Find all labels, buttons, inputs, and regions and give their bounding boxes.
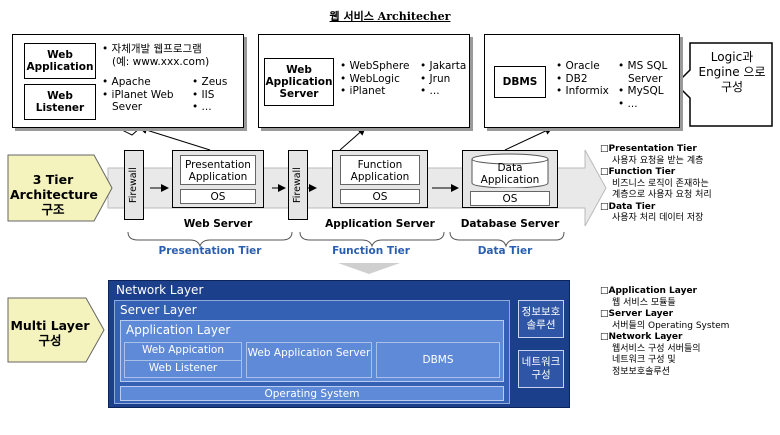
list-item: (예: www.xxx.com): [112, 55, 210, 68]
list-item: Zeus: [192, 76, 242, 89]
list-item: iPlanet Web: [102, 89, 192, 102]
listener-list-2: Zeus IIS ...: [192, 76, 242, 114]
web-listener-module-label: Web Listener: [148, 362, 218, 374]
legend-text: 서버들의 Operating System: [612, 320, 730, 331]
list-item: MySQL: [618, 85, 680, 98]
legend-text: 웹 서비스 모듈들: [612, 297, 676, 308]
was-list-2: Jakarta Jrun ...: [420, 60, 468, 98]
os-block: OS: [340, 189, 420, 204]
legend-heading: Server Layer: [600, 309, 776, 321]
list-item: ...: [618, 98, 680, 111]
list-item: WebLogic: [340, 73, 420, 86]
legend-heading: Network Layer: [600, 332, 776, 344]
presentation-tier-label: Presentation Tier: [158, 245, 262, 257]
dbms-list-1: Oracle DB2 Informix: [556, 60, 626, 98]
presentation-app-block: Presentation Application: [180, 155, 256, 185]
tier-architecture-label: 3 Tier Architecture 구조: [10, 172, 98, 217]
legend-text: 정보보호솔루션: [612, 366, 670, 377]
tier-label-arrow: [7, 154, 113, 222]
firewall-2: Firewall: [288, 150, 308, 220]
function-app-block: Function Application: [340, 155, 420, 185]
arrow-data-to-dbms: [504, 127, 553, 151]
was-module: Web Application Server: [246, 342, 372, 378]
legend-text: 사용자 요청을 받는 계층: [612, 155, 704, 166]
list-item: DB2: [556, 73, 626, 86]
legend-heading: Application Layer: [600, 286, 776, 298]
legend-text: 웹서비스 구성 서버들의: [612, 343, 701, 354]
data-tier-label: Data Tier: [477, 245, 533, 257]
legend-heading: Data Tier: [600, 202, 776, 214]
legend-text: 사용자 처리 데이터 저장: [612, 213, 704, 223]
application-layer-title: Application Layer: [126, 323, 231, 337]
database-icon: [471, 153, 549, 188]
data-app-label: Data Application: [480, 162, 540, 186]
list-item: ...: [420, 85, 468, 98]
was-box: Web Application Server: [264, 58, 334, 106]
legend-heading: Function Tier: [600, 167, 776, 179]
list-item: Oracle: [556, 60, 626, 73]
dbms-module: DBMS: [376, 342, 500, 378]
list-item: Apache: [102, 76, 192, 89]
server-layer-title: Server Layer: [120, 303, 197, 317]
logic-engine-label: Logic과 Engine 으로 구성: [698, 50, 766, 94]
tier-legend: Presentation Tier 사용자 요청을 받는 계층 Function…: [600, 144, 776, 225]
web-app-module-label: Web Appication: [142, 344, 224, 356]
legend-text: 네트워크 구성 및: [612, 355, 676, 365]
page-title: 웹 서비스 Architecher: [329, 10, 451, 23]
firewall-1: Firewall: [124, 150, 144, 220]
dbms-box: DBMS: [494, 66, 546, 98]
legend-heading: Presentation Tier: [600, 144, 776, 156]
list-item: ...: [192, 101, 242, 114]
list-item: MS SQL: [618, 60, 680, 73]
app-server-label: Application Server: [325, 218, 435, 230]
arrow-presentation-to-web: [139, 126, 211, 151]
network-config-box: 네트워크 구성: [518, 350, 564, 388]
arrow-function-to-was: [339, 127, 366, 151]
list-item: Jakarta: [420, 60, 468, 73]
multi-label-arrow: [7, 297, 105, 363]
list-item: IIS: [192, 89, 242, 102]
os-block: OS: [180, 189, 256, 204]
operating-system-bar: Operating System: [120, 386, 504, 401]
list-item: WebSphere: [340, 60, 420, 73]
list-item: Informix: [556, 85, 626, 98]
network-layer-title: Network Layer: [116, 283, 204, 297]
list-item: Jrun: [420, 73, 468, 86]
function-tier-label: Function Tier: [332, 245, 410, 257]
legend-text: 계층으로 사용자 요청 처리: [612, 190, 712, 200]
listener-list-1: Apache iPlanet Web Sever: [102, 76, 192, 114]
layer-legend: Application Layer 웹 서비스 모듈들 Server Layer…: [600, 286, 776, 378]
os-block: OS: [470, 191, 550, 206]
web-application-box: Web Application: [24, 43, 96, 79]
list-item: Server: [628, 72, 663, 85]
list-item: Sever: [112, 101, 143, 113]
web-listener-box: Web Listener: [24, 84, 96, 120]
db-server-label: Database Server: [460, 218, 560, 230]
application-layer: [120, 320, 504, 382]
was-list-1: WebSphere WebLogic iPlanet: [340, 60, 420, 98]
legend-text: 비즈니스 로직이 존재하는: [612, 178, 709, 189]
security-solution-box: 정보보호 솔루션: [518, 300, 564, 338]
web-app-list: 자체개발 웹프로그램 (예: www.xxx.com): [102, 43, 242, 68]
list-item: 자체개발 웹프로그램: [102, 43, 242, 56]
multi-layer-label: Multi Layer 구성: [10, 318, 90, 348]
dbms-list-2: MS SQL Server MySQL ...: [618, 60, 680, 110]
web-server-label: Web Server: [183, 218, 253, 230]
logic-engine-arrow: [674, 42, 773, 127]
list-item: iPlanet: [340, 85, 420, 98]
